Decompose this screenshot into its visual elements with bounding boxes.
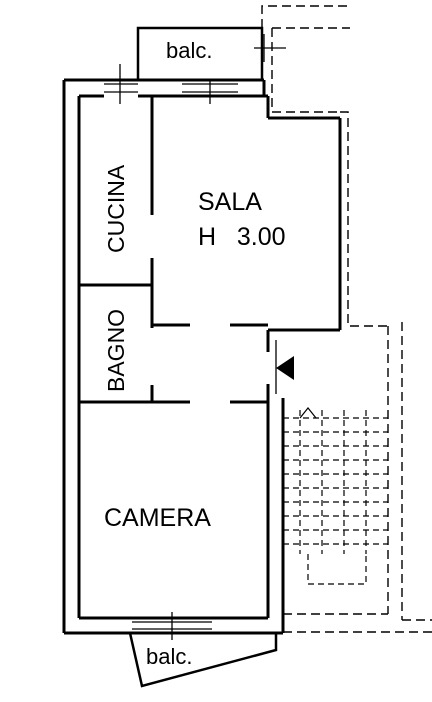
windows — [104, 64, 238, 640]
balcony-bottom — [128, 632, 278, 688]
entrance-arrow-icon — [275, 340, 294, 394]
balcony-top-label: balc. — [166, 38, 212, 63]
room-label-sala: SALA — [198, 188, 262, 216]
room-label-camera: CAMERA — [104, 504, 211, 532]
room-height-label: H 3.00 — [198, 223, 286, 251]
balcony-bottom-label: balc. — [146, 644, 192, 669]
interior-walls — [79, 96, 270, 404]
room-label-cucina: CUCINA — [103, 164, 129, 253]
adjacent-building-outline — [261, 5, 432, 633]
room-label-bagno: BAGNO — [103, 309, 129, 392]
balcony-top — [136, 26, 286, 80]
staircase — [283, 407, 388, 585]
